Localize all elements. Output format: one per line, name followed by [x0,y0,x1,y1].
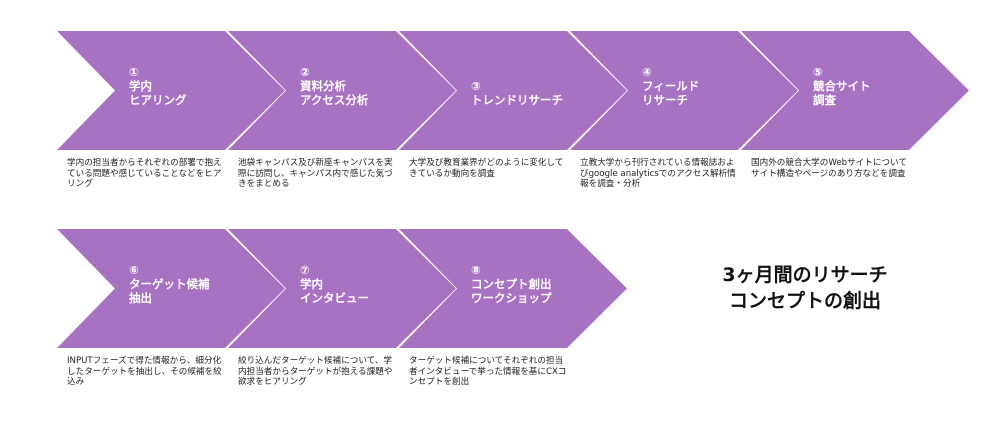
step-number: ⑦ [300,263,310,277]
step-title: トレンドリサーチ [471,93,563,107]
step-label: ① 学内 ヒアリング [129,65,187,107]
step-description: 学内の担当者からそれぞれの部署で抱えている問題や感じていることなどをヒアリング [67,158,222,189]
step-description: 大学及び教育業界がどのように変化してきているか動向を調査 [409,158,564,179]
summary-title: 3ヶ月間のリサーチ コンセプトの創出 [680,262,930,314]
step-number: ⑤ [813,65,823,79]
step-number: ③ [471,79,481,93]
step-description: 国内外の競合大学のWebサイトについてサイト構造やページのあり方などを調査 [751,158,907,179]
step-title: 学内 ヒアリング [129,79,187,107]
step-title: 資料分析 アクセス分析 [300,79,369,107]
step-label: ② 資料分析 アクセス分析 [300,65,368,107]
step-title: ターゲット候補 抽出 [129,277,210,305]
step-title: フィールド リサーチ [642,79,700,107]
step-title: コンセプト創出 ワークショップ [471,277,552,305]
step-description: ターゲット候補についてそれぞれの担当者インタビューで挙った情報を基にCXコンセプ… [409,356,567,387]
step-label: ⑥ ターゲット候補 抽出 [129,263,210,305]
step-label: ⑦ 学内 インタビュー [300,263,369,305]
step-title: 学内 インタビュー [300,277,369,305]
step-description: INPUTフェーズで得た情報から、細分化したターゲットを抽出し、その候補を絞込み [67,356,222,387]
step-description: 池袋キャンパス及び新座キャンパスを実際に訪問し、キャンパス内で感じた気づきをまと… [238,158,393,189]
step-description: 絞り込んだターゲット候補について、学内担当者からターゲットが抱える課題や欲求をヒ… [238,356,393,387]
step-label: ⑧ コンセプト創出 ワークショップ [471,263,552,305]
summary-title-line1: 3ヶ月間のリサーチ [722,264,888,286]
step-label: ④ フィールド リサーチ [642,65,699,107]
step-number: ⑧ [471,263,481,277]
step-label: ⑤ 競合サイト 調査 [813,65,871,107]
summary-title-line2: コンセプトの創出 [728,290,881,312]
step-title: 競合サイト 調査 [813,79,871,107]
step-description: 立教大学から刊行されている情報誌およびgoogle analyticsでのアクセ… [580,158,736,189]
step-number: ⑥ [129,263,139,277]
step-number: ② [300,65,310,79]
step-label: ③ トレンドリサーチ [471,79,563,107]
step-number: ④ [642,65,652,79]
step-number: ① [129,65,139,79]
